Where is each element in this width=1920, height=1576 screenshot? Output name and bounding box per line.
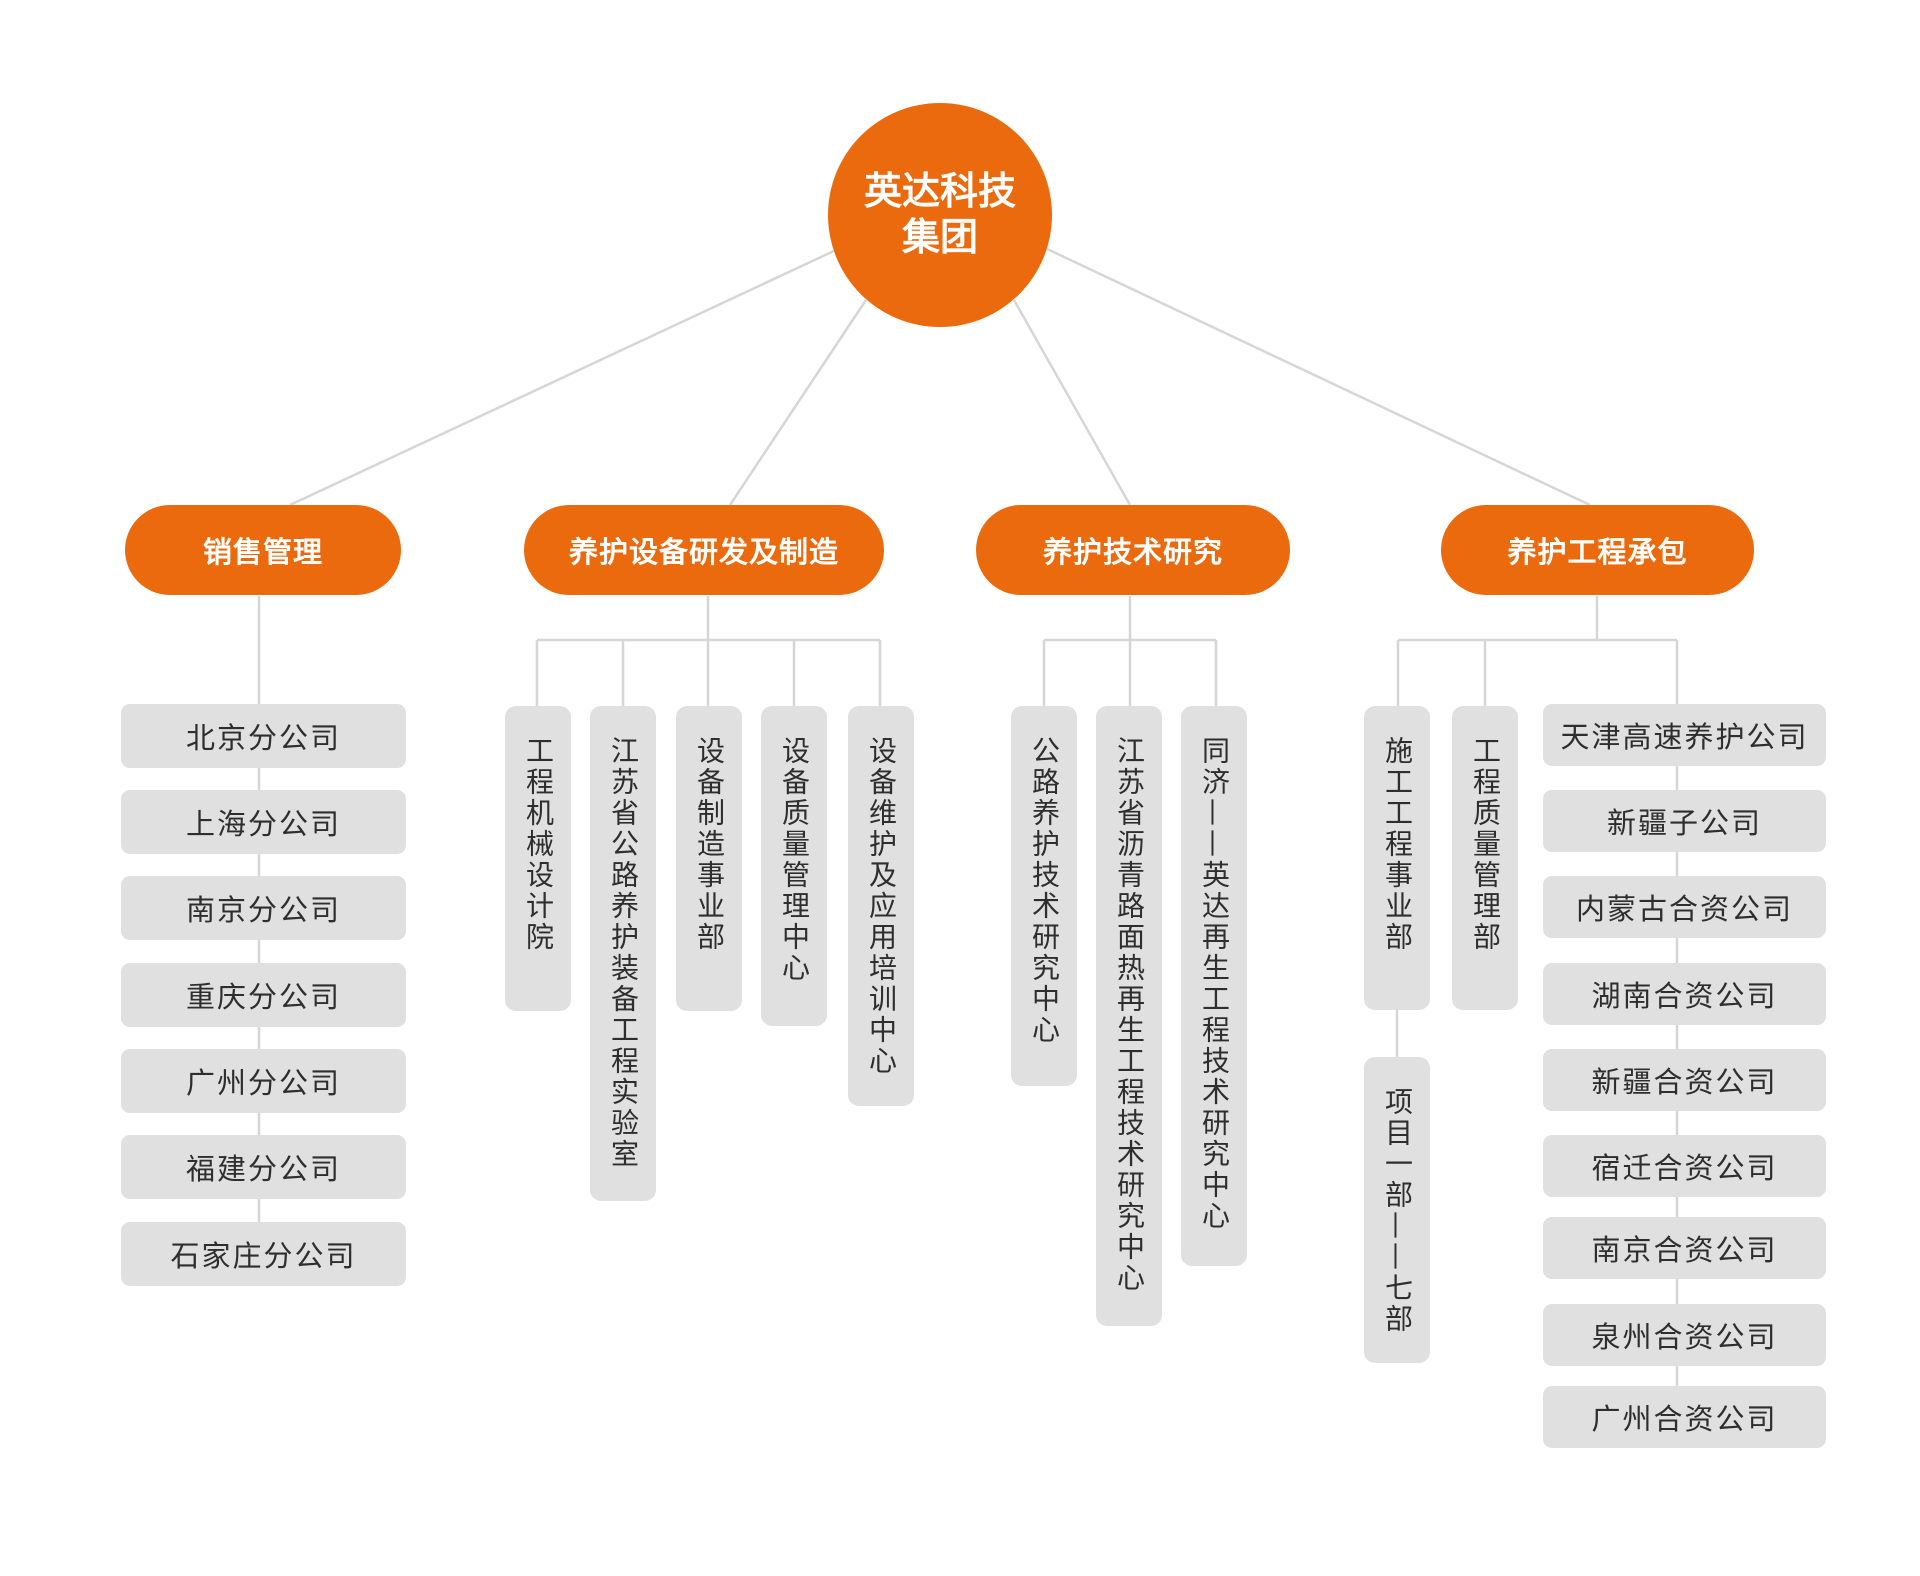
sales-branch-item: 广州分公司 [121,1049,406,1113]
sales-branch-item: 南京分公司 [121,876,406,940]
engineering-company-item: 天津高速养护公司 [1543,704,1826,766]
engineering-company-item: 南京合资公司 [1543,1217,1826,1279]
dept-sales-management: 销售管理 [125,505,401,595]
engineering-company-item: 泉州合资公司 [1543,1304,1826,1366]
group-root-node: 英达科技 集团 [828,103,1052,327]
equipment-unit-box: 江苏省公路养护装备工程实验室 [590,706,656,1201]
engineering-company-item: 广州合资公司 [1543,1386,1826,1448]
dept-maintenance-tech-research: 养护技术研究 [976,505,1290,595]
engineering-company-item: 新疆合资公司 [1543,1049,1826,1111]
project-departments-box: 项目一部——七部 [1364,1057,1430,1363]
equipment-unit-label: 设备维护及应用培训中心 [865,736,898,1077]
engineering-company-item: 宿迁合资公司 [1543,1135,1826,1197]
sales-branch-item: 上海分公司 [121,790,406,854]
connector-root-research [1012,299,1132,506]
equipment-unit-box: 设备制造事业部 [676,706,742,1011]
project-departments-label: 项目一部——七部 [1381,1087,1414,1335]
connector-root-sales [289,248,837,507]
equipment-unit-box: 设备质量管理中心 [761,706,827,1026]
engineering-unit-label: 工程质量管理部 [1469,736,1502,953]
equipment-unit-box: 设备维护及应用培训中心 [848,706,914,1106]
research-unit-box: 公路养护技术研究中心 [1011,706,1077,1086]
dept-maintenance-engineering: 养护工程承包 [1441,505,1754,595]
engineering-company-item: 新疆子公司 [1543,790,1826,852]
engineering-unit-box: 施工工程事业部 [1364,706,1430,1010]
engineering-company-item: 湖南合资公司 [1543,963,1826,1025]
dept-equipment-rd-manufacturing: 养护设备研发及制造 [524,505,884,595]
equipment-unit-box: 工程机械设计院 [505,706,571,1011]
equipment-unit-label: 工程机械设计院 [522,736,555,953]
equipment-unit-label: 江苏省公路养护装备工程实验室 [607,736,640,1170]
research-unit-label: 公路养护技术研究中心 [1028,736,1061,1046]
connector-root-equipment [728,299,868,506]
equipment-unit-label: 设备制造事业部 [693,736,726,953]
engineering-company-item: 内蒙古合资公司 [1543,876,1826,938]
connector-root-engineering [1044,246,1591,507]
engineering-unit-label: 施工工程事业部 [1381,736,1414,953]
equipment-unit-label: 设备质量管理中心 [778,736,811,984]
research-unit-box: 同济——英达再生工程技术研究中心 [1181,706,1247,1266]
sales-branch-item: 福建分公司 [121,1135,406,1199]
research-unit-box: 江苏省沥青路面热再生工程技术研究中心 [1096,706,1162,1326]
sales-branch-item: 重庆分公司 [121,963,406,1027]
research-unit-label: 同济——英达再生工程技术研究中心 [1198,736,1231,1232]
research-unit-label: 江苏省沥青路面热再生工程技术研究中心 [1113,736,1146,1294]
sales-branch-item: 石家庄分公司 [121,1222,406,1286]
sales-branch-item: 北京分公司 [121,704,406,768]
engineering-unit-box: 工程质量管理部 [1452,706,1518,1010]
